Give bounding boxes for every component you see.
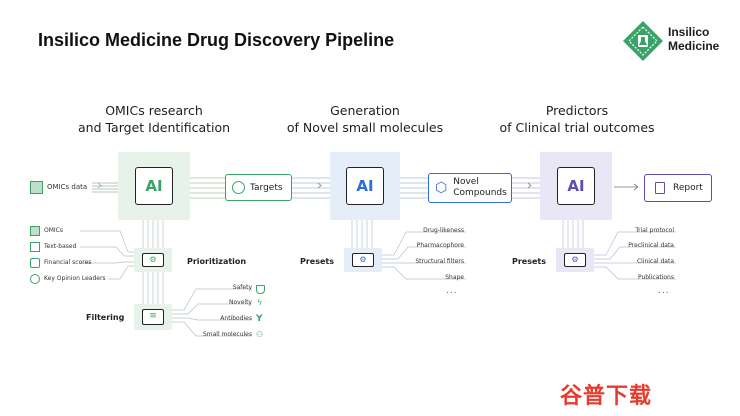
- money-bag-icon: [30, 258, 40, 268]
- filter-icon: ≡: [142, 309, 164, 325]
- input-label: Key Opinion Leaders: [44, 275, 106, 282]
- stage-heading-predictors: Predictors of Clinical trial outcomes: [498, 102, 656, 136]
- ai-chip-generation: AI: [330, 152, 400, 220]
- input-label: OMICs: [44, 227, 63, 234]
- ai-chip-core: AI: [135, 167, 173, 205]
- input-label: Financial scores: [44, 259, 92, 266]
- stage-heading-generation: Generation of Novel small molecules: [286, 102, 444, 136]
- presets-label-generation: Presets: [300, 257, 335, 266]
- preset-item: Trial protocol: [635, 227, 674, 234]
- filter-output: Novelty: [229, 299, 252, 306]
- novel-line1: Novel: [453, 177, 479, 187]
- filter-output: Antibodies: [220, 315, 252, 322]
- watermark-text: 谷普下载: [560, 384, 653, 409]
- preset-item: Preclinical data: [628, 242, 674, 249]
- report-label: Report: [673, 183, 703, 193]
- omics-data-label: OMICs data: [47, 183, 88, 191]
- ai-chip-core: AI: [346, 167, 384, 205]
- presets-label-clinical: Presets: [512, 257, 547, 266]
- stage-heading-line2: of Clinical trial outcomes: [499, 120, 655, 135]
- ai-label: AI: [567, 177, 585, 195]
- stage-heading-omics: OMICs research and Target Identification: [78, 102, 230, 136]
- gear-icon: ⚙: [142, 253, 164, 267]
- hexagon-icon: ⬡: [435, 180, 448, 196]
- stage-heading-line1: Generation: [330, 103, 400, 118]
- lightning-icon: ϟ: [257, 298, 263, 307]
- preset-item: Drug-likeness: [423, 227, 464, 234]
- antibody-icon: Y: [256, 314, 263, 324]
- crosshair-icon: [232, 181, 245, 194]
- ai-chip-predictors: AI: [540, 152, 612, 220]
- stage-heading-line2: of Novel small molecules: [286, 120, 444, 135]
- filtering-label: Filtering: [86, 313, 125, 322]
- report-node: Report: [644, 174, 712, 202]
- molecule-icon: ⚇: [256, 330, 264, 339]
- insilico-logo-icon: [623, 21, 663, 61]
- logo-text: Insilico Medicine: [668, 25, 719, 53]
- ai-chip-core: AI: [557, 167, 595, 205]
- novel-line2: Compounds: [453, 188, 507, 198]
- novel-compounds-node: ⬡ Novel Compounds: [428, 173, 512, 203]
- page-title: Insilico Medicine Drug Discovery Pipelin…: [38, 30, 395, 50]
- filter-output: Safety: [232, 284, 252, 291]
- presets-chip-clinical: ⚙: [556, 248, 594, 272]
- targets-label: Targets: [250, 182, 283, 193]
- people-icon: [30, 274, 40, 284]
- omics-icon: [30, 226, 40, 236]
- filter-output: Small molecules: [202, 331, 252, 338]
- watermark: 谷普下载: [560, 378, 652, 410]
- stage-heading-line2: and Target Identification: [78, 120, 231, 135]
- gear-icon: ⚙: [564, 253, 586, 267]
- novel-compounds-label: Novel Compounds: [453, 177, 507, 199]
- preset-item: Structural filters: [415, 258, 464, 265]
- more-indicator: ...: [658, 286, 670, 296]
- clipboard-icon: [655, 182, 665, 194]
- ai-label: AI: [145, 177, 163, 195]
- stage-heading-line1: Predictors: [545, 103, 609, 118]
- targets-node: Targets: [225, 174, 292, 201]
- stage-heading-line1: OMICs research: [105, 103, 203, 118]
- presets-chip-generation: ⚙: [344, 248, 382, 272]
- prioritization-label: Prioritization: [187, 257, 247, 266]
- ai-label: AI: [356, 177, 374, 195]
- preset-item: Clinical data: [636, 258, 674, 265]
- filtering-chip: ≡: [134, 304, 172, 330]
- prioritization-chip: ⚙: [134, 248, 172, 272]
- ai-chip-omics: AI: [118, 152, 190, 220]
- text-icon: [30, 242, 40, 252]
- shield-icon: [256, 285, 265, 294]
- omics-data-icon: [30, 181, 43, 194]
- logo-line-2: Medicine: [668, 39, 720, 53]
- preset-item: Publications: [637, 274, 674, 281]
- more-indicator: ...: [446, 286, 458, 296]
- logo-line-1: Insilico: [668, 25, 710, 39]
- preset-item: Shape: [445, 274, 464, 281]
- input-label: Text-based: [44, 243, 77, 250]
- gear-icon: ⚙: [352, 253, 374, 267]
- preset-item: Pharmacophore: [416, 242, 464, 249]
